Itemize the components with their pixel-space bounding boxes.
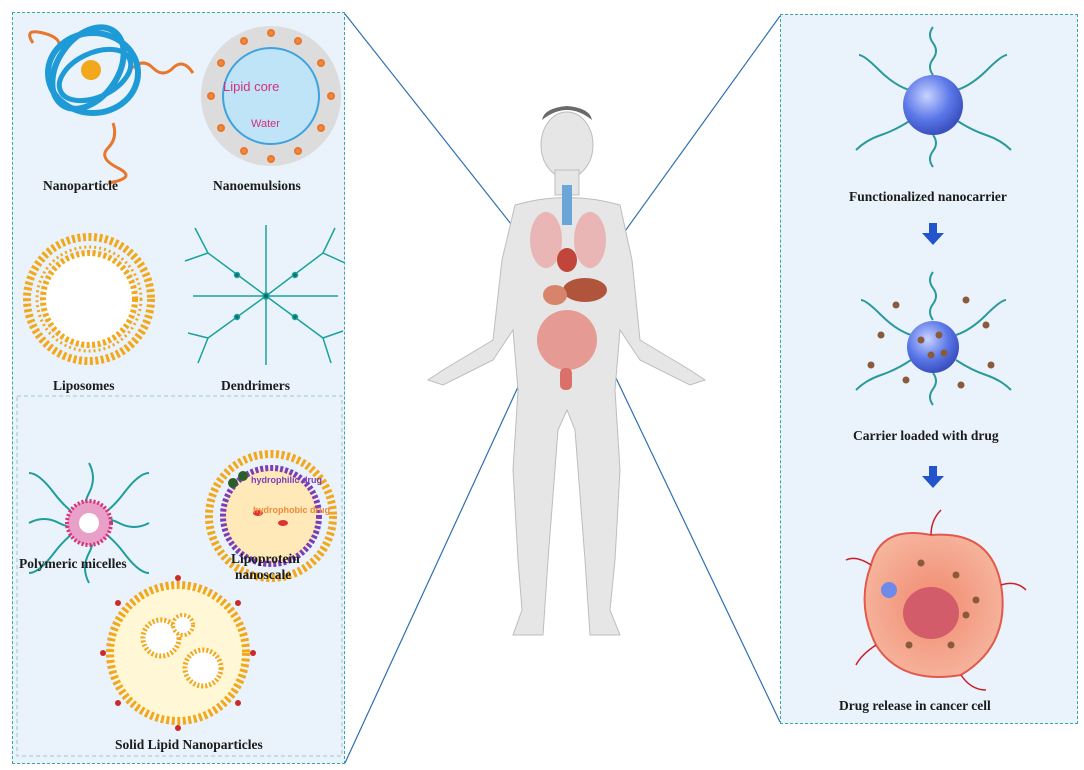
label-nanoparticle: Nanoparticle	[43, 178, 118, 193]
label-drug-release-in-cancer-cell: Drug release in cancer cell	[839, 698, 991, 713]
label-polymeric-micelles: Polymeric micelles	[19, 556, 127, 571]
hydrophobic-drug-label: hydrophobic drug	[253, 505, 330, 515]
drug-loaded-carrier-icon	[855, 271, 1012, 406]
right-panel-illustrations	[845, 26, 1027, 691]
label-solid-lipid-nanoparticles: Solid Lipid Nanoparticles	[115, 737, 263, 752]
label-nanoemulsions: Nanoemulsions	[213, 178, 301, 193]
solid-lipid-nanoparticle-icon	[100, 575, 256, 731]
label-liposomes: Liposomes	[53, 378, 115, 393]
lipid-core-label: Lipid core	[223, 79, 280, 94]
functionalized-nanocarrier-icon	[855, 26, 1012, 168]
arrow-down-icon	[922, 223, 944, 245]
polymeric-micelle-icon	[28, 462, 150, 584]
label-lipoprotein: Lipoprotein	[231, 551, 300, 566]
lipoprotein-icon	[205, 450, 337, 582]
label-functionalized-nanocarrier: Functionalized nanocarrier	[849, 189, 1007, 204]
left-panel-illustrations	[16, 24, 346, 757]
cancer-cell-icon	[845, 509, 1027, 691]
liposome-icon	[23, 233, 155, 365]
label-carrier-loaded-with-drug: Carrier loaded with drug	[853, 428, 999, 443]
dendrimer-icon	[184, 225, 346, 365]
arrow-down-icon	[922, 466, 944, 488]
label-dendrimers: Dendrimers	[221, 378, 290, 393]
hydrophilic-drug-label: hydrophilic drug	[251, 475, 322, 485]
drug-delivery-process-panel: Functionalized nanocarrier Carrier loade…	[780, 14, 1078, 724]
nanoemulsion-icon	[201, 26, 341, 166]
nanocarrier-types-panel: Lipid core Water hydrophilic drug hydrop…	[12, 12, 346, 764]
water-label: Water	[251, 118, 280, 130]
label-nanoscale: nanoscale	[235, 567, 292, 582]
nanoparticle-icon	[28, 24, 195, 185]
